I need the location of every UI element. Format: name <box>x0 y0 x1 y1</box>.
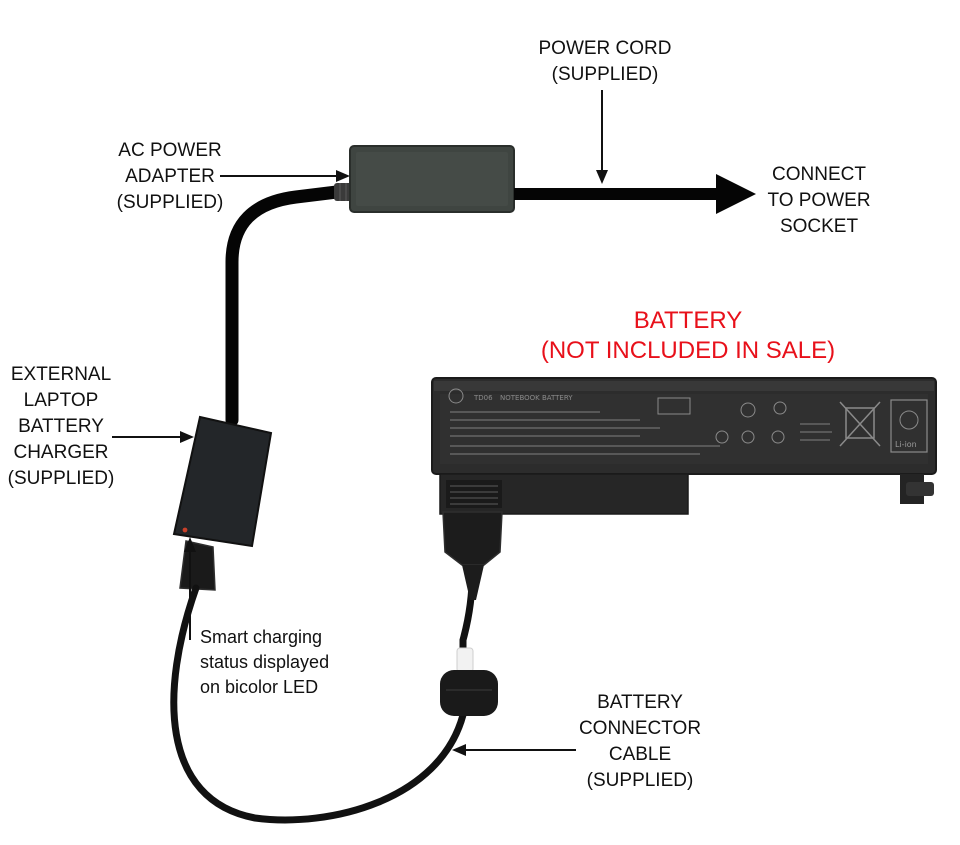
battery-connector-cable <box>170 556 476 824</box>
battery-not-included-label: BATTERY (NOT INCLUDED IN SALE) <box>540 307 836 364</box>
dc-output-cable <box>225 184 352 427</box>
power-cord-label: POWER CORD (SUPPLIED) <box>538 38 672 85</box>
bicolor-led <box>182 527 188 533</box>
callout-arrows <box>112 90 608 756</box>
laptop-battery: TD06 NOTEBOOK BATTERY Li-ion <box>431 377 937 515</box>
external-charger <box>172 415 273 548</box>
battery-model-text: TD06 <box>473 394 493 402</box>
charger-output-plug <box>179 540 216 591</box>
battery-chemistry-text: Li-ion <box>895 440 917 449</box>
external-charger-label: EXTERNAL LAPTOP BATTERY CHARGER (SUPPLIE… <box>7 364 115 489</box>
battery-connector-cable-label: BATTERY CONNECTOR CABLE (SUPPLIED) <box>578 692 702 791</box>
smart-charging-label: Smart charging status displayed on bicol… <box>200 627 330 697</box>
battery-type-text: NOTEBOOK BATTERY <box>500 394 573 402</box>
connect-to-power-socket-label: CONNECT TO POWER SOCKET <box>767 164 871 237</box>
ferrite-bead <box>440 670 498 716</box>
ac-power-adapter-label: AC POWER ADAPTER (SUPPLIED) <box>116 140 224 213</box>
power-socket-arrow-head <box>716 174 756 214</box>
battery-connector-plug <box>442 511 503 566</box>
cable-sleeve <box>456 647 474 673</box>
